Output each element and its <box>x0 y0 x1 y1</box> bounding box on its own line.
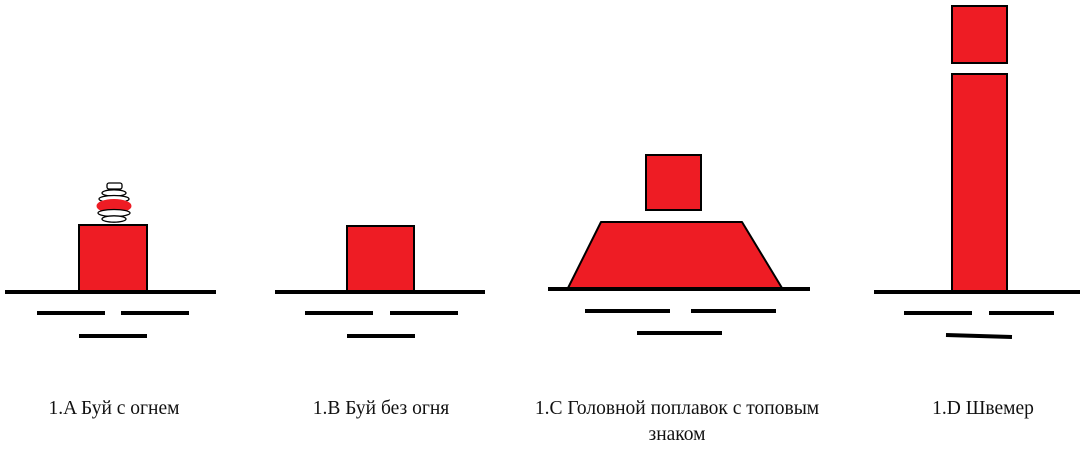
topmark-square <box>645 154 702 211</box>
water-ripple-lines <box>904 311 1054 339</box>
figure-buoy-with-light <box>5 182 216 338</box>
buoy-body <box>78 224 148 293</box>
caption-buoy-with-light: 1.A Буй с огнем <box>48 398 180 419</box>
float-trapezoid <box>567 221 783 289</box>
figure-spar-buoy <box>874 5 1080 339</box>
spar-top-segment <box>951 5 1008 64</box>
buoy-body <box>346 225 415 293</box>
water-ripple-lines <box>305 311 458 338</box>
caption-head-float-with-topmark: 1.C Головной поплавок с топовым знаком <box>534 398 820 445</box>
figure-buoy-without-light <box>275 225 485 338</box>
water-ripple-lines <box>37 311 189 338</box>
figure-head-float-with-topmark <box>548 154 810 335</box>
caption-buoy-without-light: 1.B Буй без огня <box>312 398 450 419</box>
water-ripple-lines <box>585 309 776 335</box>
spar-body <box>951 73 1008 293</box>
light-lantern-icon <box>96 182 132 223</box>
caption-spar-buoy: 1.D Швемер <box>932 398 1034 419</box>
